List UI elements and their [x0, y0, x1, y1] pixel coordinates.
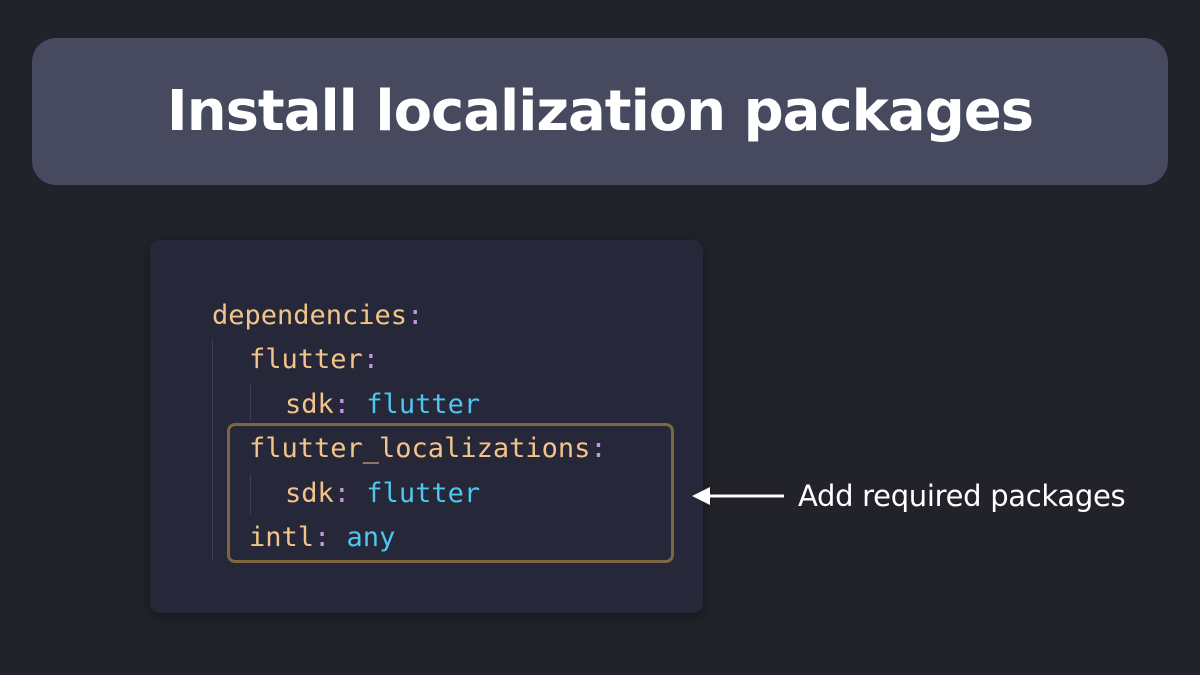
yaml-colon: :: [333, 478, 351, 509]
code-line: sdk: flutter: [285, 389, 480, 421]
yaml-key: sdk: [285, 478, 334, 509]
page-title: Install localization packages: [166, 79, 1034, 144]
code-line: sdk: flutter: [285, 478, 480, 510]
yaml-colon: :: [590, 433, 607, 464]
yaml-colon: :: [333, 389, 351, 420]
indent-guide: [250, 384, 251, 420]
annotation-label: Add required packages: [798, 479, 1126, 513]
code-line: flutter_localizations:: [249, 433, 607, 465]
yaml-value: flutter: [350, 389, 481, 420]
code-line: flutter:: [249, 344, 379, 376]
yaml-colon: :: [362, 344, 380, 375]
code-line: intl: any: [249, 522, 395, 554]
yaml-colon: :: [314, 522, 331, 553]
code-line: dependencies:: [212, 300, 423, 332]
title-banner: Install localization packages: [32, 38, 1168, 185]
code-block: [150, 240, 703, 613]
annotation: Add required packages: [690, 474, 1126, 518]
highlight-box: [227, 423, 674, 563]
indent-guide: [212, 340, 213, 560]
yaml-key: sdk: [285, 389, 334, 420]
yaml-key: flutter_localizations: [249, 433, 591, 464]
yaml-key: dependencies: [212, 300, 408, 331]
indent-guide: [250, 474, 251, 514]
yaml-value: flutter: [350, 478, 481, 509]
yaml-colon: :: [407, 300, 424, 331]
yaml-key: flutter: [249, 344, 363, 375]
yaml-value: any: [330, 522, 396, 553]
yaml-key: intl: [249, 522, 315, 553]
arrow-left-icon: [692, 487, 784, 505]
